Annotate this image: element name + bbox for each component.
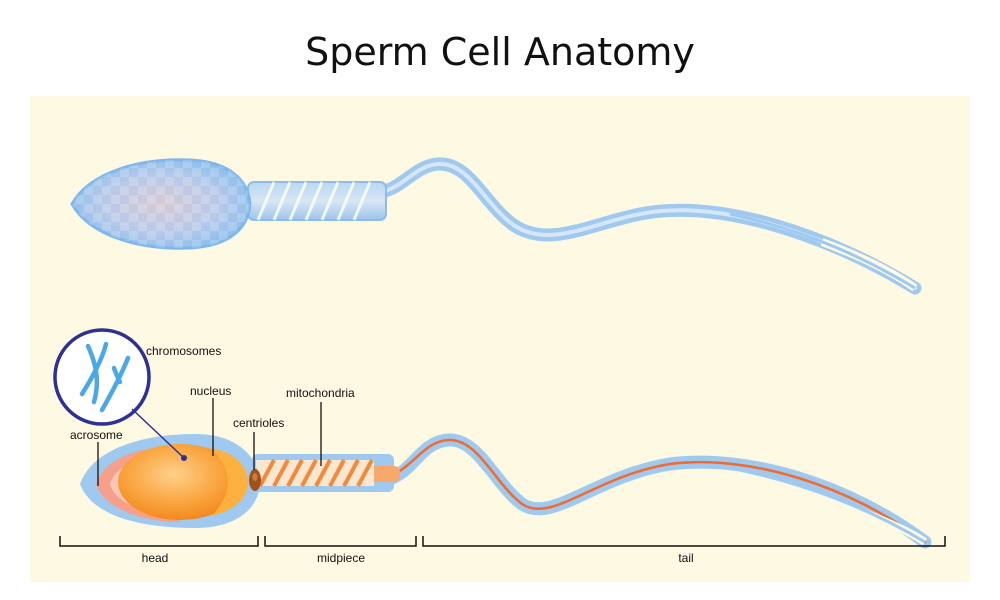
label-centrioles: centrioles: [233, 416, 284, 430]
label-nucleus: nucleus: [190, 384, 231, 398]
diagram-title: Sperm Cell Anatomy: [305, 30, 695, 74]
label-mitochondria: mitochondria: [286, 386, 355, 400]
label-acrosome: acrosome: [70, 428, 123, 442]
sperm-cross-section: [80, 433, 932, 549]
region-label-midpiece: midpiece: [317, 551, 365, 565]
label-chromosomes: chromosomes: [146, 344, 221, 358]
bracket-head: [59, 536, 259, 547]
chromosome-inset: [53, 328, 187, 461]
mitochondria-spiral: [256, 459, 374, 487]
region-label-tail: tail: [678, 551, 693, 565]
leader-lines: [97, 398, 322, 486]
region-label-head: head: [142, 551, 169, 565]
chromosome-y-icon: [99, 355, 131, 413]
diagram-panel: chromosomes nucleus acrosome centrioles …: [30, 96, 970, 582]
external-midpiece: [247, 181, 387, 221]
axoneme: [380, 438, 927, 544]
bracket-tail: [422, 536, 946, 547]
nucleus-shape: [118, 444, 242, 520]
bracket-midpiece: [264, 536, 417, 547]
region-brackets: [59, 536, 946, 547]
sperm-external-view: [70, 157, 922, 295]
diagram-canvas: chromosomes nucleus acrosome centrioles …: [30, 96, 970, 582]
chromosome-x-icon: [79, 341, 109, 405]
